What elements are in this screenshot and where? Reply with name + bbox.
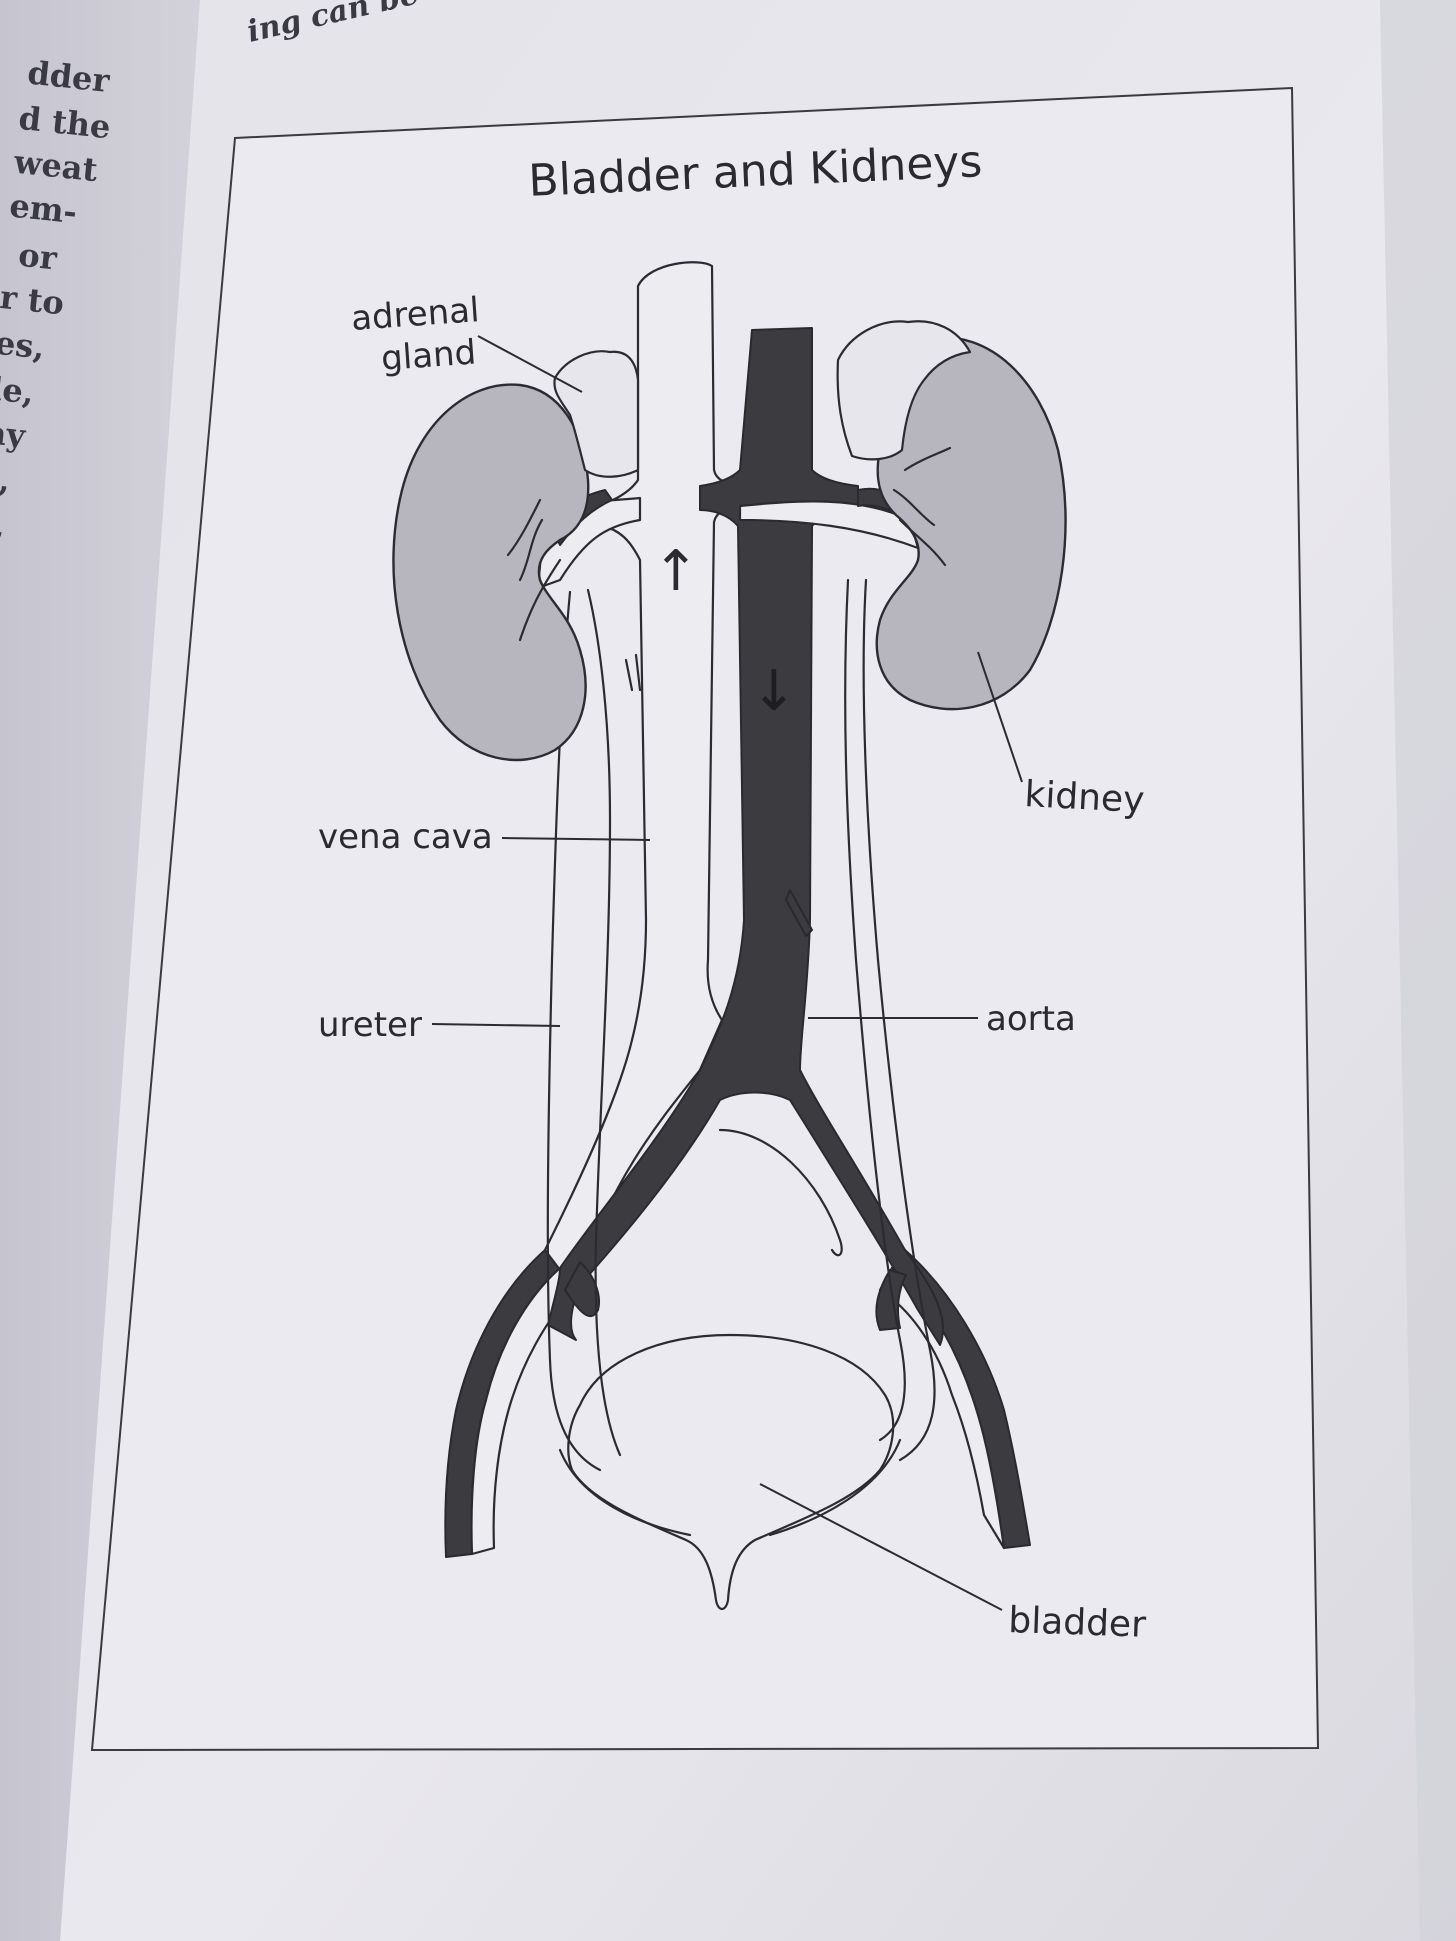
left-adrenal-gland [553,350,640,478]
svg-text:es,: es, [0,324,47,367]
aorta-flow-arrow: ↓ [751,659,798,724]
leader-vena-cava [501,837,651,841]
svg-text:em-: em- [8,186,79,231]
left-renal-pelvis [506,498,562,642]
aorta [547,327,945,1346]
right-adrenal-gland [836,320,972,461]
pelvic-curve [718,1128,843,1257]
leader-bladder [759,1483,1003,1611]
page-edge-shadow [1380,0,1456,1941]
label-vena-cava: vena cava [318,817,493,857]
label-aorta: aorta [986,999,1076,1039]
label-kidney: kidney [1024,774,1146,821]
leader-adrenal [477,335,583,393]
left-kidney [392,383,590,762]
leader-ureter [431,1023,561,1027]
svg-text:s,: s, [0,459,12,500]
left-internal-iliac [564,1261,600,1318]
labels: adrenal gland kidney vena cava ureter ao… [318,290,1147,1646]
anatomy-diagram: ↑ ↓ [392,261,1067,1611]
right-renal-pelvis [892,446,952,567]
bladder-wall [558,1438,902,1537]
right-ureter-inner [844,578,906,1442]
svg-text:le,: le, [0,369,36,411]
svg-text:r to: r to [0,278,66,322]
right-kidney [875,335,1067,711]
svg-text:s,: s, [0,505,7,546]
svg-text:or: or [17,236,60,278]
left-ureter [586,588,622,1457]
label-bladder: bladder [1008,1600,1147,1646]
left-small-branch [624,653,642,692]
right-ureter [862,578,936,1462]
right-internal-iliac [875,1269,907,1331]
vena-cava-flow-arrow: ↑ [653,539,700,604]
svg-text:weat: weat [11,143,99,190]
svg-text:dder: dder [26,54,113,100]
label-adrenal-line2: gland [380,332,478,379]
aorta-branch-stub [785,889,813,937]
leader-kidney [977,651,1023,783]
svg-text:ay: ay [0,413,28,455]
label-ureter: ureter [318,1005,422,1045]
label-adrenal-line1: adrenal [350,290,481,339]
